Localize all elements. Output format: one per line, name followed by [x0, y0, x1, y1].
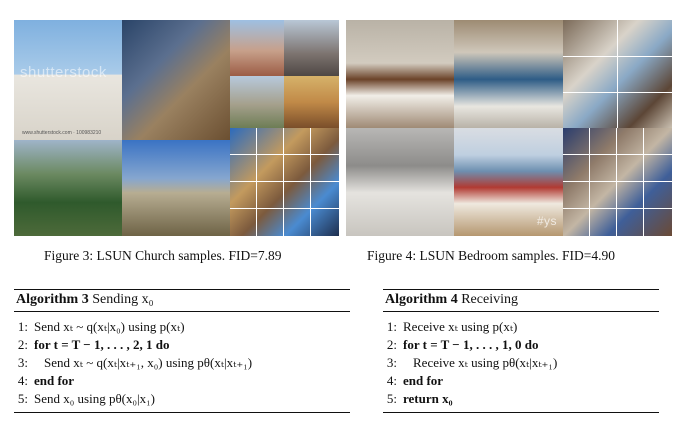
line-number: 1: [17, 319, 28, 334]
figure-4-caption: Figure 4: LSUN Bedroom samples. FID=4.90 [367, 248, 615, 263]
church-sample-stone-tower [122, 20, 230, 140]
line-text: end for [403, 373, 444, 388]
algorithm-4-label: Algorithm 4 [385, 292, 458, 307]
line-text: Receive xₜ using pθ(xₜ|xₜ₊₁) [413, 355, 558, 370]
line-number: 4: [17, 373, 28, 388]
church-sample-large-white-church: shutterstock www.shutterstock.com · 1009… [14, 20, 122, 140]
algorithm-line: 2: for t = T − 1, . . . , 2, 1 do [14, 336, 350, 354]
church-samples-mosaic: shutterstock www.shutterstock.com · 1009… [14, 20, 339, 236]
line-number: 2: [386, 337, 397, 352]
algorithm-line: 3: Send xₜ ~ q(xₜ|xₜ₊₁, x₀) using pθ(xₜ|x… [14, 354, 350, 372]
watermark-text: shutterstock [20, 64, 107, 81]
church-sample-small-grid [230, 128, 339, 236]
bedroom-sample-blue-bedspread [454, 20, 563, 128]
watermark-text: #ys [536, 214, 557, 228]
line-text: Receive xₜ using p(xₜ) [403, 319, 518, 334]
church-sample-golden-dome [284, 76, 339, 128]
algorithm-line: 5: Send x₀ using pθ(x₀|x₁) [14, 390, 350, 408]
line-number: 2: [17, 337, 28, 352]
line-text: Send xₜ ~ q(xₜ|xₜ₊₁, x₀) using pθ(xₜ|xₜ₊… [44, 355, 253, 370]
church-sample-mountain-landscape [14, 140, 122, 236]
algorithm-4-body: 1: Receive xₜ using p(xₜ) 2: for t = T − 1… [383, 312, 659, 413]
algorithm-3-title: Sending x₀ [92, 292, 154, 307]
algorithm-3-label: Algorithm 3 [16, 292, 89, 307]
algorithm-3-body: 1: Send xₜ ~ q(xₜ|x₀) using p(xₜ) 2: for t… [14, 312, 350, 413]
line-number: 1: [386, 319, 397, 334]
algorithm-line: 3: Receive xₜ using pθ(xₜ|xₜ₊₁) [383, 354, 659, 372]
church-sample-red-church [230, 20, 284, 76]
line-number: 5: [386, 391, 397, 406]
line-text: Send x₀ using pθ(x₀|x₁) [34, 391, 156, 406]
line-number: 5: [17, 391, 28, 406]
line-number: 4: [386, 373, 397, 388]
bedroom-sample-grey-bed [346, 128, 454, 236]
algorithm-4-title: Receiving [461, 292, 518, 307]
bedroom-sample-sea-view: #ys [454, 128, 563, 236]
algorithm-line: 1: Receive xₜ using p(xₜ) [383, 318, 659, 336]
algorithm-line: 2: for t = T − 1, . . . , 1, 0 do [383, 336, 659, 354]
line-text: return x₀ [403, 391, 453, 406]
line-text: for t = T − 1, . . . , 2, 1 do [34, 337, 170, 352]
bedroom-samples-mosaic: #ys [346, 20, 672, 236]
bedroom-sample-small-grid-top [563, 20, 672, 128]
algorithm-3-header: Algorithm 3 Sending x₀ [14, 289, 350, 312]
church-sample-modern-building [230, 76, 284, 128]
figure-3-caption: Figure 3: LSUN Church samples. FID=7.89 [44, 248, 282, 263]
algorithm-4-block: Algorithm 4 Receiving 1: Receive xₜ using… [383, 289, 659, 413]
algorithm-line: 5: return x₀ [383, 390, 659, 408]
algorithm-line: 1: Send xₜ ~ q(xₜ|x₀) using p(xₜ) [14, 318, 350, 336]
line-text: Send xₜ ~ q(xₜ|x₀) using p(xₜ) [34, 319, 185, 334]
algorithm-4-header: Algorithm 4 Receiving [383, 289, 659, 312]
line-text: end for [34, 373, 75, 388]
bedroom-sample-small-grid-bottom [563, 128, 672, 236]
line-number: 3: [386, 355, 397, 370]
line-number: 3: [17, 355, 28, 370]
algorithm-line: 4: end for [14, 372, 350, 390]
algorithm-3-block: Algorithm 3 Sending x₀ 1: Send xₜ ~ q(xₜ|… [14, 289, 350, 413]
church-sample-gothic-spires [284, 20, 339, 76]
watermark-small-text: www.shutterstock.com · 100983210 [22, 130, 102, 136]
bedroom-sample-wooden-bed [346, 20, 454, 128]
algorithm-line: 4: end for [383, 372, 659, 390]
church-sample-cathedral-tower [122, 140, 230, 236]
line-text: for t = T − 1, . . . , 1, 0 do [403, 337, 539, 352]
